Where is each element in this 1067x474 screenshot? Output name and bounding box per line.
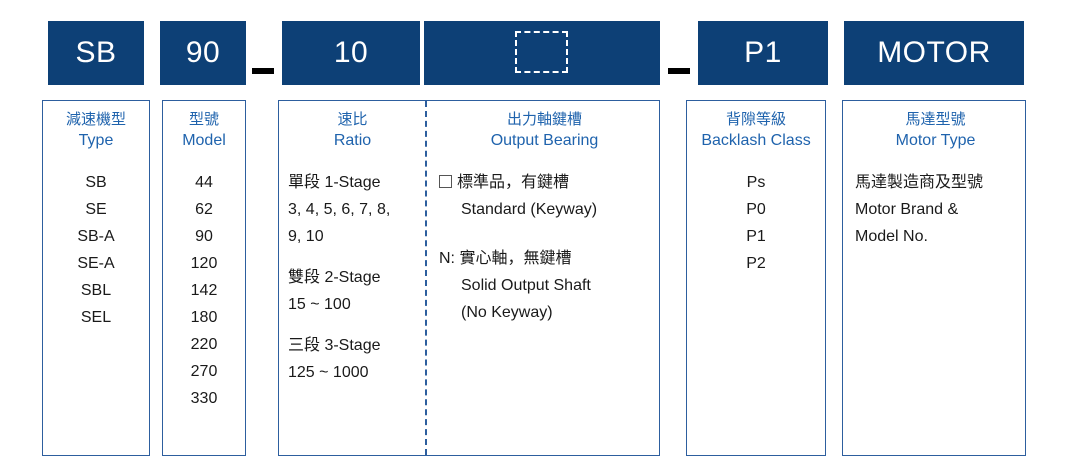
desc-box-model <box>162 100 246 456</box>
list-item: SE-A <box>77 255 115 272</box>
ratio-group-title: 雙段 2-Stage <box>288 269 381 286</box>
column-ratio: 速比 Ratio 單段 1-Stage 3, 4, 5, 6, 7, 8, 9,… <box>278 100 425 456</box>
list-item: SB <box>85 174 107 191</box>
column-type: 減速機型 Type SB SE SB-A SE-A SBL SEL <box>42 100 150 456</box>
option-label: 標準品，有鍵槽 <box>439 169 650 196</box>
list-item: SEL <box>80 309 112 326</box>
ratio-group-2-stage: 雙段 2-Stage 15 ~ 100 <box>288 264 417 318</box>
dashed-square-placeholder-icon <box>515 31 568 73</box>
list-item: 330 <box>190 390 218 407</box>
code-segment-backlash-class: P1 <box>698 21 828 85</box>
code-segment-model: 90 <box>160 21 246 85</box>
code-segment-type: SB <box>48 21 144 85</box>
column-model: 型號 Model 44 62 90 120 142 180 220 270 33… <box>162 100 246 456</box>
ratio-group-line: 15 ~ 100 <box>288 296 351 313</box>
option-line: (No Keyway) <box>461 304 553 321</box>
option-line: Solid Output Shaft <box>461 277 591 294</box>
column-motor-type-header: 馬達型號 Motor Type <box>895 111 976 149</box>
list-item: 120 <box>190 255 218 272</box>
list-item: SE <box>85 201 107 218</box>
code-segment-motor-type: MOTOR <box>844 21 1024 85</box>
column-motor-type-lines: 馬達製造商及型號 Motor Brand & Model No. <box>855 169 1016 250</box>
motor-type-line: Model No. <box>855 228 928 245</box>
motor-type-line: 馬達製造商及型號 <box>855 174 984 191</box>
empty-square-marker-icon <box>439 175 452 188</box>
list-item: 62 <box>195 201 213 218</box>
column-output-bearing-options: 標準品，有鍵槽 Standard (Keyway) N: 實心軸，無鍵槽 Sol… <box>439 169 650 326</box>
option-label: N: 實心軸，無鍵槽 <box>439 245 650 272</box>
desc-box-split-divider <box>425 101 427 455</box>
ratio-group-3-stage: 三段 3-Stage 125 ~ 1000 <box>288 332 417 386</box>
column-backlash-class-list: Ps P0 P1 P2 <box>686 169 826 277</box>
model-code-row: SB 90 10 P1 MOTOR <box>0 21 1067 85</box>
column-motor-type: 馬達型號 Motor Type 馬達製造商及型號 Motor Brand & M… <box>842 100 1026 456</box>
column-type-list: SB SE SB-A SE-A SBL SEL <box>42 169 150 331</box>
ratio-group-1-stage: 單段 1-Stage 3, 4, 5, 6, 7, 8, 9, 10 <box>288 169 417 250</box>
column-output-bearing: 出力軸鍵槽 Output Bearing 標準品，有鍵槽 Standard (K… <box>425 100 660 456</box>
column-model-list: 44 62 90 120 142 180 220 270 330 <box>162 169 246 412</box>
column-backlash-class-header: 背隙等級 Backlash Class <box>701 111 811 149</box>
ratio-group-title: 三段 3-Stage <box>288 337 381 354</box>
list-item: Ps <box>746 174 766 191</box>
code-segment-ratio: 10 <box>282 21 420 85</box>
list-item: P0 <box>746 201 766 218</box>
option-line: Standard (Keyway) <box>461 201 598 218</box>
desc-box-backlash-class <box>686 100 826 456</box>
ratio-group-line: 3, 4, 5, 6, 7, 8, <box>288 201 391 218</box>
output-bearing-option-standard: 標準品，有鍵槽 Standard (Keyway) <box>439 169 650 223</box>
code-separator-dash-1 <box>252 68 274 74</box>
motor-type-line: Motor Brand & <box>855 201 959 218</box>
desc-box-motor-type <box>842 100 1026 456</box>
ratio-group-line: 125 ~ 1000 <box>288 364 369 381</box>
column-output-bearing-header: 出力軸鍵槽 Output Bearing <box>490 111 599 149</box>
column-type-header: 減速機型 Type <box>65 111 126 149</box>
ratio-group-line: 9, 10 <box>288 228 324 245</box>
column-ratio-groups: 單段 1-Stage 3, 4, 5, 6, 7, 8, 9, 10 雙段 2-… <box>288 169 417 386</box>
option-label-cn: 實心軸，無鍵槽 <box>459 250 572 267</box>
list-item: 90 <box>195 228 213 245</box>
list-item: 142 <box>190 282 218 299</box>
list-item: SBL <box>80 282 112 299</box>
list-item: 270 <box>190 363 218 380</box>
list-item: P1 <box>746 228 766 245</box>
column-ratio-header: 速比 Ratio <box>333 111 372 149</box>
column-model-header: 型號 Model <box>182 111 226 149</box>
code-segment-output-bearing <box>424 21 660 85</box>
output-bearing-option-solid-shaft: N: 實心軸，無鍵槽 Solid Output Shaft (No Keyway… <box>439 245 650 326</box>
list-item: 44 <box>195 174 213 191</box>
code-separator-dash-2 <box>668 68 690 74</box>
list-item: SB-A <box>77 228 115 245</box>
option-label-cn: 標準品，有鍵槽 <box>457 174 570 191</box>
option-marker: N: <box>439 250 455 267</box>
desc-box-ratio-output-bearing <box>278 100 660 456</box>
list-item: P2 <box>746 255 766 272</box>
column-backlash-class: 背隙等級 Backlash Class Ps P0 P1 P2 <box>686 100 826 456</box>
list-item: 180 <box>190 309 218 326</box>
ratio-group-title: 單段 1-Stage <box>288 174 381 191</box>
desc-box-type <box>42 100 150 456</box>
list-item: 220 <box>190 336 218 353</box>
